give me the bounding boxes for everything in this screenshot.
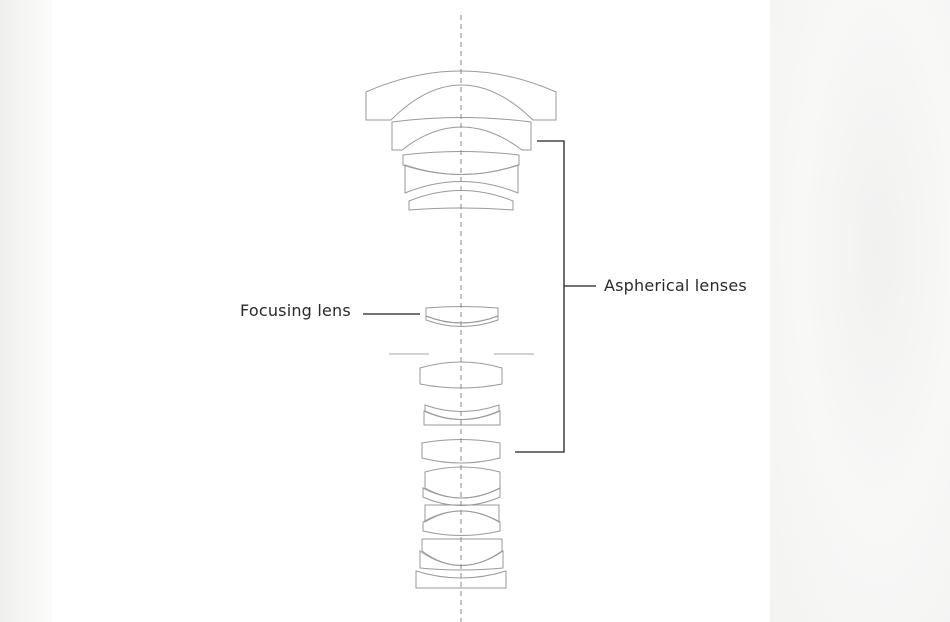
lens-element-10a — [424, 504, 500, 523]
lens-element-6 — [419, 361, 503, 389]
lens-element-8 — [421, 439, 501, 464]
lens-element-4 — [408, 190, 514, 211]
lens-element-11b — [419, 550, 504, 571]
background-right-edge — [770, 0, 950, 622]
lens-element-9b — [422, 487, 501, 506]
lens-element-1 — [365, 70, 557, 121]
aspherical-bracket — [515, 140, 565, 453]
lens-element-2 — [391, 117, 532, 151]
lens-element-12 — [415, 570, 507, 589]
lens-element-7b — [423, 410, 501, 426]
background-left-edge — [0, 0, 52, 622]
lens-element-7a — [424, 404, 500, 420]
aspherical-lenses-label: Aspherical lenses — [604, 276, 747, 295]
lens-element-11a — [421, 538, 503, 566]
diagram-canvas — [52, 0, 770, 622]
focusing-lens-label: Focusing lens — [240, 301, 351, 320]
focusing-lens-element — [425, 306, 499, 324]
lens-element-10b — [422, 510, 501, 536]
lens-element-3b — [404, 164, 519, 194]
